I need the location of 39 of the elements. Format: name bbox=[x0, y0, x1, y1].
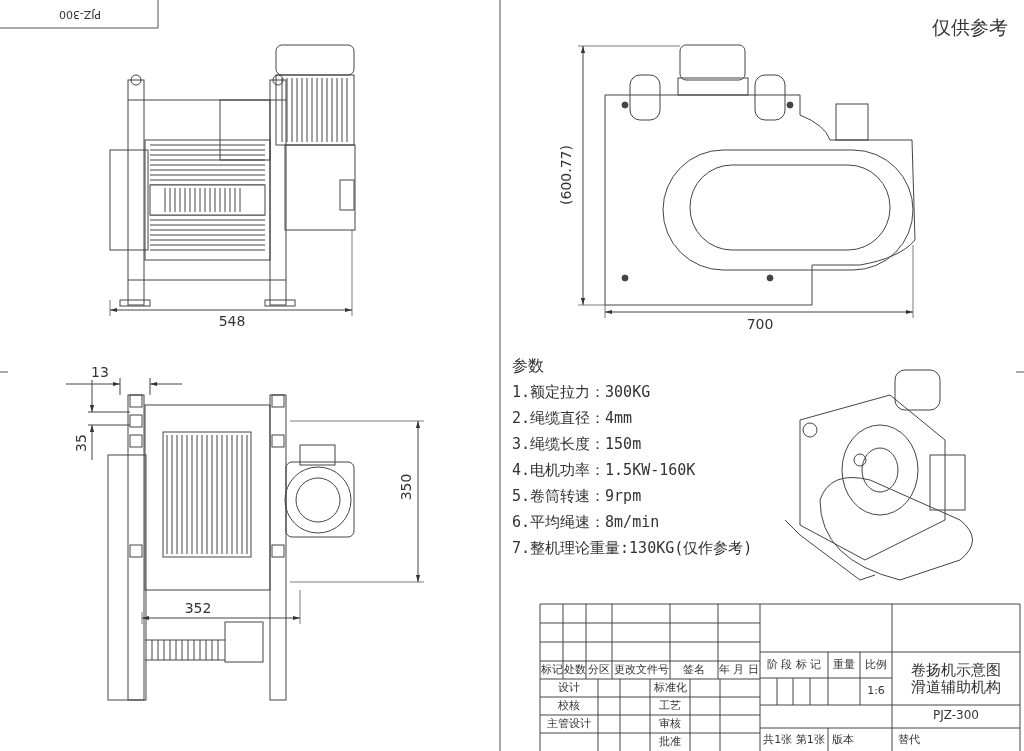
title-block-label: 更改文件号 bbox=[613, 663, 669, 677]
title-block-label: 主管设计 bbox=[547, 717, 591, 731]
title-block-label: 分区 bbox=[588, 663, 610, 677]
title-block-label: 替代 bbox=[898, 733, 920, 747]
reference-note: 仅供参考 bbox=[932, 16, 1008, 38]
drawing-number: PJZ-300 bbox=[58, 7, 102, 21]
title-block-label: 工艺 bbox=[659, 699, 681, 713]
title-block-label: 年 月 日 bbox=[719, 663, 759, 677]
dimension-value: 13 bbox=[91, 365, 109, 381]
title-block-label: 共1张 第1张 bbox=[763, 733, 825, 747]
dimension-value: (600.77) bbox=[559, 145, 575, 205]
dimension-value: 548 bbox=[218, 314, 246, 330]
parameter-item: 2.绳缆直径：4mm bbox=[512, 409, 633, 427]
parameter-item: 6.平均绳速：8m/min bbox=[512, 513, 660, 531]
title-block-label: 处数 bbox=[563, 663, 586, 677]
title-block-label: 批准 bbox=[659, 735, 681, 749]
title-block-label: 1:6 bbox=[867, 684, 885, 698]
title-block-label: 标记 bbox=[540, 663, 563, 677]
title-block-label: 阶 段 标 记 bbox=[766, 658, 822, 672]
dimension-value: 35 bbox=[74, 434, 90, 452]
drawing-title: 卷扬机示意图滑道辅助机构 bbox=[910, 661, 1002, 695]
dimension-value: 700 bbox=[746, 317, 774, 333]
title-block-label: 校核 bbox=[558, 699, 580, 713]
parameter-item: 7.整机理论重量:130KG(仅作参考) bbox=[512, 539, 753, 557]
title-block-label: 签名 bbox=[683, 663, 705, 677]
drawing-number: PJZ-300 bbox=[933, 709, 979, 723]
parameter-item: 4.电机功率：1.5KW-160K bbox=[512, 461, 696, 479]
title-block-label: 设计 bbox=[558, 681, 580, 695]
parameter-item: 3.绳缆长度：150m bbox=[512, 435, 642, 453]
dimension-value: 352 bbox=[184, 601, 212, 617]
dimension-value: 350 bbox=[399, 473, 415, 501]
title-block-label: 版本 bbox=[832, 733, 854, 747]
title-block-label: 审核 bbox=[659, 717, 681, 731]
parameter-item: 5.卷筒转速：9rpm bbox=[512, 487, 642, 505]
title-block-label: 重量 bbox=[833, 658, 855, 672]
parameters-heading: 参数 bbox=[512, 357, 544, 375]
parameter-item: 1.额定拉力：300KG bbox=[512, 383, 651, 401]
title-block-label: 比例 bbox=[865, 658, 887, 672]
title-block-label: 标准化 bbox=[653, 681, 687, 695]
